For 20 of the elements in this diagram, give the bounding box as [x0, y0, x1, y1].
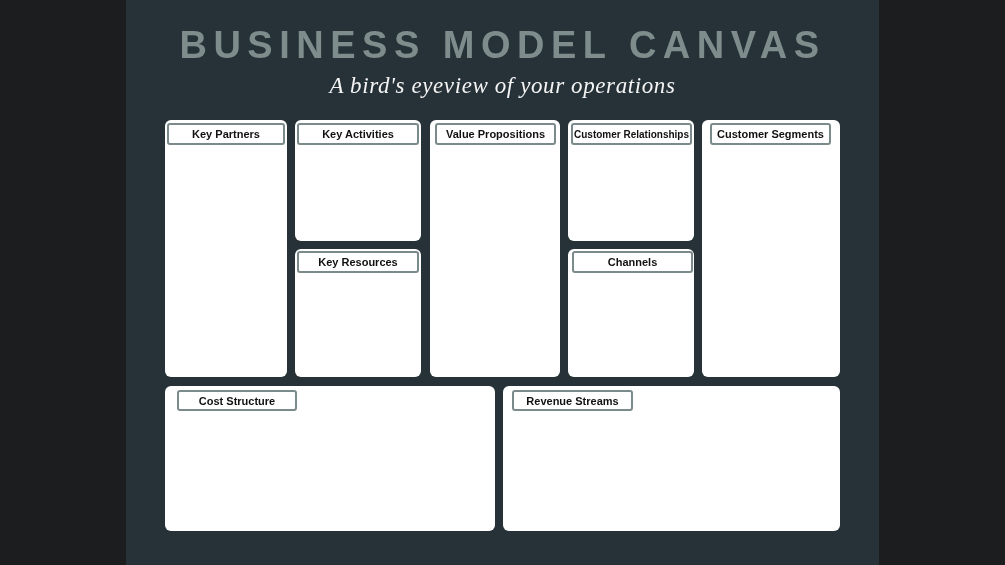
block-heading: Key Partners: [167, 123, 285, 145]
block-heading: Cost Structure: [177, 390, 297, 411]
block-heading: Customer Segments: [710, 123, 831, 145]
block-heading: Channels: [572, 251, 693, 273]
canvas-block: [165, 386, 495, 531]
title: BUSINESS MODEL CANVAS: [179, 23, 826, 68]
canvas-block: [503, 386, 840, 531]
canvas-block: [430, 120, 560, 377]
subtitle: A bird's eyeview of your operations: [327, 72, 677, 100]
canvas-block: [295, 249, 421, 377]
block-heading: Key Resources: [297, 251, 419, 273]
canvas-block: [702, 120, 840, 377]
block-heading: Customer Relationships: [571, 123, 692, 145]
block-heading: Revenue Streams: [512, 390, 633, 411]
canvas-block: [568, 120, 694, 241]
canvas-block: [295, 120, 421, 241]
canvas-block: [568, 249, 694, 377]
canvas-block: [165, 120, 287, 377]
block-heading: Key Activities: [297, 123, 419, 145]
block-heading: Value Propositions: [435, 123, 556, 145]
